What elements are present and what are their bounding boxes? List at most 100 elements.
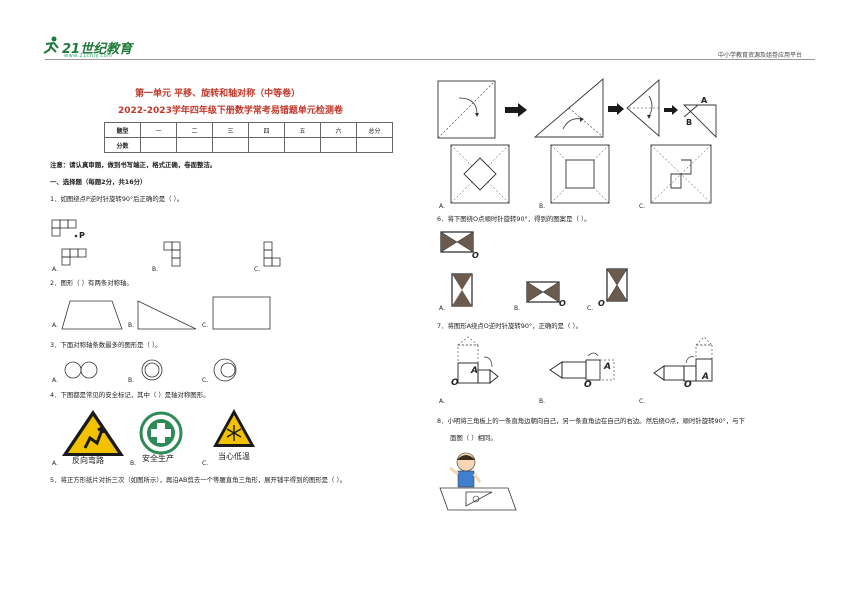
question-5: 5．将正方形纸片对折三次（如图所示），再沿AB剪去一个等腰直角三角形，展开铺平得…	[50, 476, 347, 484]
runner-icon	[43, 36, 59, 54]
q5-fold-step-1	[437, 80, 496, 139]
q3-concentric-circles	[141, 359, 163, 381]
q6-option-a[interactable]: A.	[439, 305, 445, 312]
question-6: 6．将下图绕O点顺时针旋转90°，得到的图案是（ ）。	[437, 215, 591, 223]
fold-arrow-3	[664, 105, 678, 115]
q7-option-b-a-label: A	[604, 362, 611, 372]
q1-option-c[interactable]: C.	[254, 266, 261, 273]
score-header-cell: 五	[284, 122, 321, 138]
score-cell[interactable]	[212, 137, 249, 153]
sign-label-c: 当心低温	[218, 452, 250, 461]
q5-option-c-figure	[650, 144, 712, 204]
score-header-cell: 二	[176, 122, 213, 138]
page-subtitle: 2022-2023学年四年级下册数学常考易错题单元检测卷	[118, 106, 343, 116]
q7-option-b-o-label: O	[584, 380, 592, 390]
q7-option-c-o-label: O	[684, 380, 692, 390]
question-2: 2．图形（ ）有两条对称轴。	[50, 279, 133, 287]
q4-option-c[interactable]: C.	[202, 460, 209, 467]
score-header-cell: 三	[212, 122, 249, 138]
q7-option-b-figure	[549, 352, 615, 381]
q6-option-c-figure	[606, 268, 628, 302]
q6-o-label: O	[472, 251, 479, 260]
q5-option-c[interactable]: C.	[639, 203, 646, 210]
score-header-cell: 题型	[104, 122, 141, 138]
q7-option-c-a-label: A	[702, 372, 709, 382]
q1-point-label: P	[79, 231, 85, 240]
q1-option-b[interactable]: B.	[152, 266, 159, 273]
q5-option-b-figure	[550, 144, 610, 204]
q2-option-b[interactable]: B.	[128, 322, 135, 329]
score-table: 题型 一 二 三 四 五 六 总分 分数	[104, 122, 393, 153]
score-header-cell: 四	[248, 122, 285, 138]
q3-option-b[interactable]: B.	[128, 377, 135, 384]
score-cell[interactable]	[248, 137, 285, 153]
sign-label-a: 反向弯路	[72, 456, 104, 465]
question-4: 4．下图都是常见的安全标记，其中（ ）是轴对称图形。	[50, 391, 210, 399]
page-title: 第一单元 平移、旋转和轴对称（中等卷）	[135, 89, 301, 99]
q2-triangle	[137, 300, 197, 330]
q7-option-a-a-label: A	[471, 366, 478, 376]
q7-option-c-figure	[653, 336, 713, 382]
q3-option-a[interactable]: A.	[52, 377, 58, 384]
q6-option-b-o-label: O	[559, 299, 566, 308]
score-cell[interactable]	[284, 137, 321, 153]
q7-option-a-o-label: O	[451, 378, 459, 388]
notice: 注意：请认真审题，做到书写端正，格式正确，卷面整洁。	[50, 161, 217, 169]
q2-option-a[interactable]: A.	[52, 322, 58, 329]
logo	[40, 36, 62, 58]
question-8-line-1: 8．小明将三角板上的一条直角边朝向自己，另一条直角边在自己的右边。然后绕O点，顺…	[437, 417, 745, 425]
question-8-line-2: 面图（ ）相同。	[450, 434, 497, 442]
header-right-text: 中小学教育资源及组卷应用平台	[718, 52, 803, 59]
q5-fold-step-4	[682, 104, 717, 139]
q7-option-a[interactable]: A.	[439, 398, 445, 405]
fold-arrow-1	[505, 103, 527, 117]
q1-option-a[interactable]: A.	[52, 266, 58, 273]
warning-reverse-curve-sign	[62, 410, 124, 456]
q2-rectangle	[212, 296, 271, 330]
q1-figure	[51, 219, 78, 238]
score-cell[interactable]	[320, 137, 357, 153]
q6-option-c-o-label: O	[598, 299, 605, 308]
q1-option-a-figure	[61, 248, 87, 266]
q6-option-b[interactable]: B.	[514, 305, 521, 312]
q7-option-a-figure	[457, 336, 499, 384]
logo-sub: www.21cnjy.com	[64, 53, 113, 59]
header-divider	[45, 59, 815, 60]
score-cell[interactable]	[140, 137, 177, 153]
boy-with-triangle-ruler-illustration	[439, 452, 517, 511]
q5-option-b[interactable]: B.	[539, 203, 546, 210]
q5-label-a: A	[701, 96, 708, 105]
q2-trapezoid	[61, 300, 123, 330]
score-cell[interactable]	[176, 137, 213, 153]
q7-option-c[interactable]: C.	[639, 398, 646, 405]
question-7: 7．将图形A绕点O逆时针旋转90°，正确的是（ ）。	[437, 322, 583, 330]
score-row-label: 分数	[104, 137, 141, 153]
q5-label-b: B	[686, 118, 693, 127]
score-header-cell: 六	[320, 122, 357, 138]
score-header-cell: 总分	[356, 122, 393, 138]
q6-option-c[interactable]: C.	[587, 305, 594, 312]
q5-option-a[interactable]: A.	[439, 203, 445, 210]
q6-option-b-figure	[526, 281, 560, 303]
safety-production-sign	[139, 411, 183, 455]
section-title: 一、选择题（每题2分，共16分）	[50, 178, 147, 186]
q4-option-b[interactable]: B.	[130, 460, 137, 467]
score-header-cell: 一	[140, 122, 177, 138]
low-temperature-warning-sign	[213, 409, 255, 447]
q1-option-b-figure	[163, 241, 181, 267]
logo-text: 21世纪教育	[62, 42, 133, 57]
q6-original-figure	[440, 231, 474, 253]
q1-option-c-figure	[263, 241, 281, 267]
q3-option-c[interactable]: C.	[202, 377, 209, 384]
score-cell[interactable]	[356, 137, 393, 153]
q6-option-a-figure	[451, 273, 473, 307]
q2-option-c[interactable]: C.	[202, 322, 209, 329]
question-1: 1．如图绕点P逆时针旋转90°后正确的是（ ）。	[50, 195, 184, 203]
sign-label-b: 安全生产	[142, 454, 174, 463]
q4-option-a[interactable]: A.	[52, 460, 58, 467]
q3-inner-circles	[213, 358, 237, 382]
q5-fold-step-3	[626, 79, 660, 137]
fold-arrow-2	[608, 103, 624, 115]
q3-two-circles	[64, 361, 98, 379]
q7-option-b[interactable]: B.	[539, 398, 546, 405]
